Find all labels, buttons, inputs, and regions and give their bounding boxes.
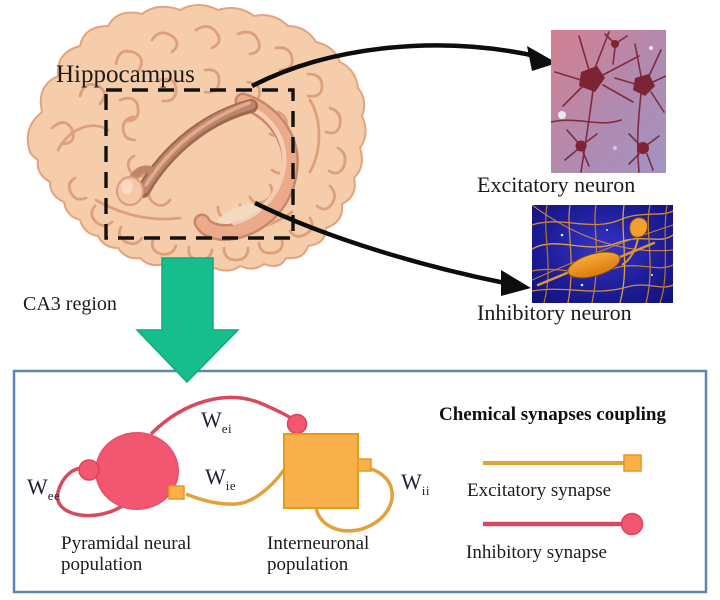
interneuronal-population-square: [283, 433, 359, 509]
inhibitory-synapse-terminal-circle: [620, 512, 644, 536]
wei-symbol: W: [201, 407, 222, 432]
arrow-to-inhibitory: [254, 200, 531, 296]
hippocampus-label: Hippocampus: [56, 61, 195, 88]
pyramidal-label-line1: Pyramidal neural: [61, 533, 192, 554]
inhibitory-neuron-label: Inhibitory neuron: [477, 300, 632, 325]
inhibitory-cell-body: [567, 251, 621, 279]
inhibitory-synapse-label: Inhibitory synapse: [466, 542, 607, 563]
pyramidal-population-circle: [95, 432, 179, 510]
arrowhead: [527, 46, 557, 71]
wei-subscript: ei: [221, 421, 233, 436]
down-arrow: [135, 257, 240, 384]
hippocampus-structure: [116, 92, 299, 241]
brain-illustration: [26, 4, 367, 273]
pyramidal-population-label: Pyramidal neural population: [61, 533, 191, 575]
wee-self-loop: [55, 466, 125, 518]
wii-symbol: W: [401, 469, 422, 494]
wii-subscript: ii: [421, 483, 430, 498]
interneuronal-population-label: Interneuronal population: [267, 533, 369, 575]
ca3-region-label: CA3 region: [23, 293, 117, 315]
arrowhead: [501, 270, 531, 296]
legend-title: Chemical synapses coupling: [439, 404, 666, 425]
wii-self-loop: [314, 467, 394, 533]
excitatory-synapse-terminal-square: [623, 454, 642, 472]
wie-subscript: ie: [225, 478, 237, 493]
excitatory-synapse-label: Excitatory synapse: [467, 480, 612, 501]
interneuronal-label-line2: population: [267, 554, 349, 575]
wee-symbol: W: [27, 474, 48, 499]
hippocampus-dashed-box: [104, 88, 295, 240]
wie-terminal-square: [168, 485, 185, 500]
excitatory-neuron-label: Excitatory neuron: [477, 172, 636, 197]
wie-symbol: W: [205, 464, 226, 489]
interneuronal-label-line1: Interneuronal: [267, 533, 370, 554]
legend-samples: [483, 454, 644, 536]
wie-connection: [185, 468, 286, 506]
wei-terminal-circle: [286, 413, 308, 435]
weight-wii-label: Wii: [401, 469, 430, 499]
wei-connection: [149, 395, 296, 436]
wii-terminal-square: [357, 458, 372, 472]
population-model: [55, 395, 394, 533]
pyramidal-label-line2: population: [61, 554, 143, 575]
wee-terminal-circle: [78, 459, 100, 481]
weight-wie-label: Wie: [205, 464, 236, 494]
excitatory-neuron-image: [551, 30, 666, 173]
inhibitory-neuron-image: [532, 205, 673, 303]
weight-wee-label: Wee: [27, 474, 60, 504]
wee-subscript: ee: [47, 488, 61, 503]
arrow-to-excitatory: [250, 43, 557, 89]
weight-wei-label: Wei: [201, 407, 232, 437]
